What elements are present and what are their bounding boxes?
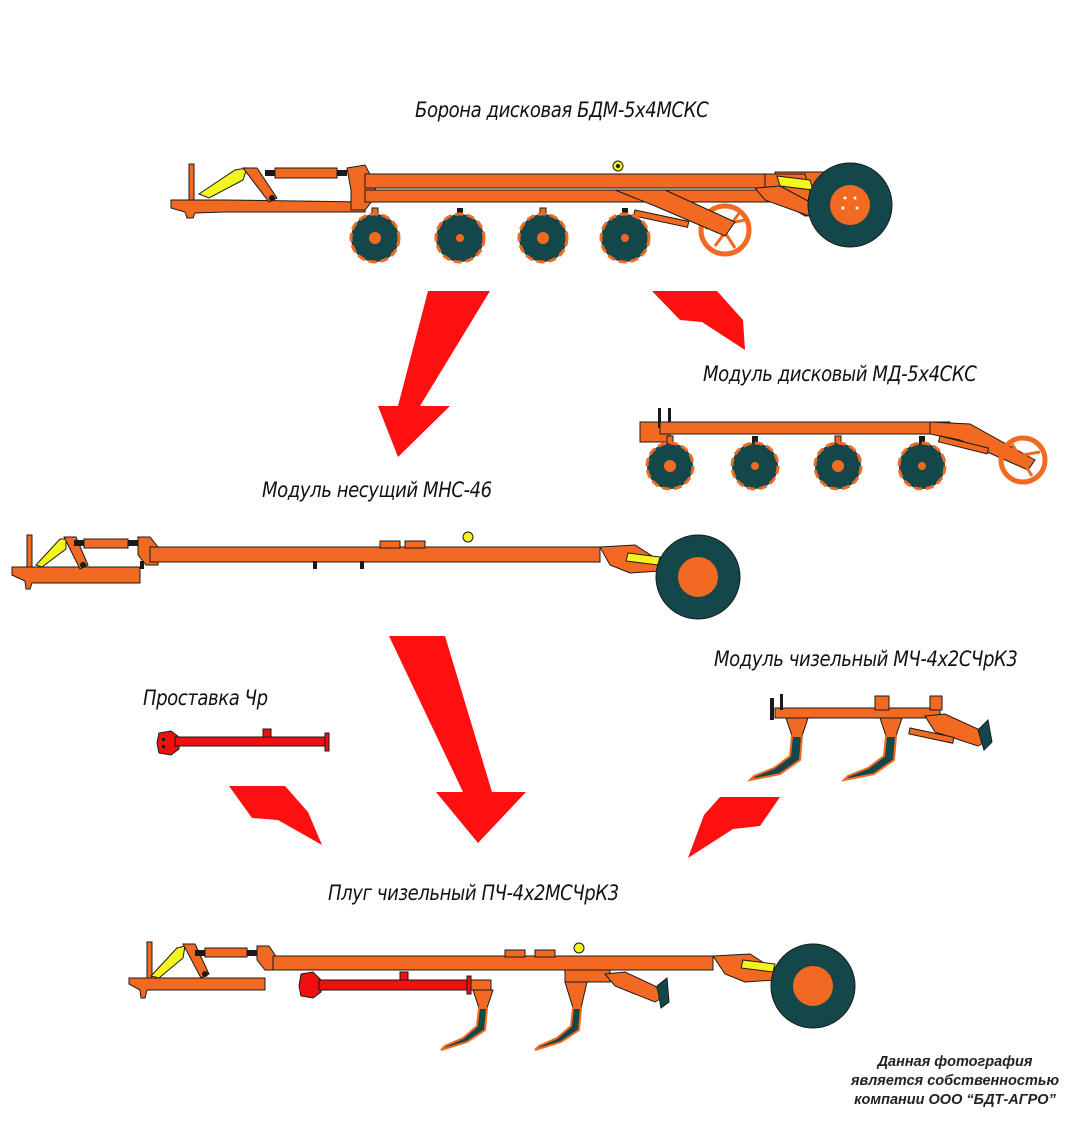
- chisel-tine: [840, 717, 903, 782]
- chisel-tine: [440, 989, 494, 1051]
- arrow-carrier-to-plough: [389, 636, 526, 843]
- carrier-module-drawing: [10, 525, 745, 625]
- hydraulic-cylinder: [35, 538, 67, 568]
- copyright-notice: Данная фотография является собственность…: [830, 1053, 1080, 1110]
- roller-wheel: [998, 435, 1048, 485]
- hydraulic-cylinder: [150, 945, 186, 979]
- disc-module-drawing: [639, 400, 1055, 495]
- chisel-tine: [534, 981, 588, 1051]
- chisel-module-label: Модуль чизельный МЧ-4х2СЧрК3: [714, 647, 1018, 671]
- spacer-installed: [298, 971, 322, 999]
- roller-wheel: [698, 203, 752, 257]
- carrier-module-label: Модуль несущий МНС-46: [262, 478, 492, 502]
- harrow-drawing: [165, 150, 895, 275]
- chisel-module-drawing: [740, 690, 1000, 785]
- disc-module-label: Модуль дисковый МД-5х4СКС: [703, 362, 977, 386]
- harrow-label: Борона дисковая БДМ-5х4МСКС: [415, 98, 709, 122]
- hydraulic-cylinder: [197, 167, 248, 199]
- copyright-line-2: является собственностью: [850, 1073, 1060, 1089]
- copyright-line-3: компании ООО “БДТ-АГРО”: [854, 1092, 1056, 1108]
- module-discs: [645, 435, 947, 491]
- arrow-harrow-to-carrier: [378, 291, 490, 457]
- spacer-label: Проставка Чр: [143, 686, 268, 710]
- chisel-tine: [746, 717, 809, 782]
- arrow-chisel-to-plough: [688, 797, 780, 858]
- arrow-spacer-to-plough: [229, 786, 322, 845]
- chisel-plough-label: Плуг чизельный ПЧ-4х2МСЧрК3: [328, 881, 619, 905]
- spacer-drawing: [156, 727, 337, 759]
- copyright-line-1: Данная фотография: [877, 1054, 1033, 1070]
- chisel-plough-drawing: [125, 930, 860, 1060]
- arrow-harrow-to-disc-module: [652, 291, 745, 350]
- harrow-discs: [349, 207, 651, 264]
